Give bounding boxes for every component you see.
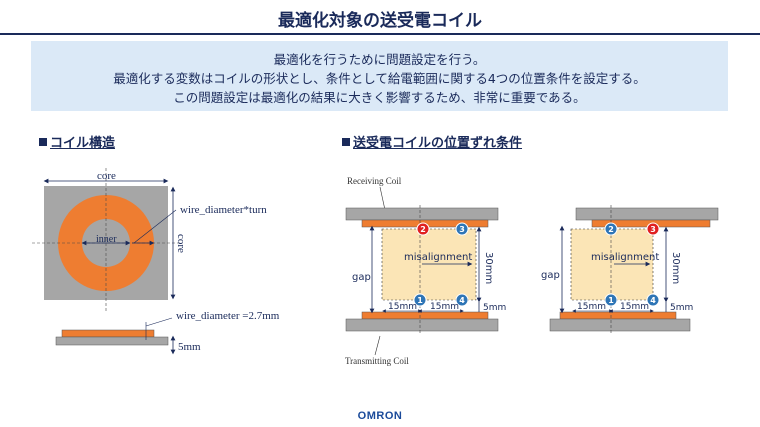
page-title: 最適化対象の送受電コイル	[278, 11, 482, 31]
right-marker-3	[646, 222, 660, 236]
left-receiving-core	[345, 207, 499, 221]
right-gap-label: gap	[541, 270, 560, 281]
left-marker-4	[455, 293, 469, 307]
left-marker-2-label: 2	[420, 225, 426, 234]
left-marker-1-label: 1	[417, 296, 423, 305]
right-marker-2	[604, 222, 618, 236]
left-gap-label: gap	[352, 272, 371, 283]
left-misalignment-label: misalignment	[404, 252, 472, 263]
left-w2-label: 15mm	[430, 302, 459, 312]
right-misalignment-label: misalignment	[591, 252, 659, 263]
right-thick-label: 5mm	[670, 303, 693, 313]
wire-diameter-leader-2	[145, 317, 173, 327]
core-side-label: core	[175, 234, 187, 253]
misalignment-heading: 送受電コイルの位置ずれ条件	[342, 132, 522, 151]
right-misalignment: 2 3 1 4 gap misalignment 30mm 15mm 15mm …	[541, 205, 719, 335]
wire-turn-label: wire_diameter*turn	[180, 204, 267, 216]
core-top-label: core	[97, 170, 116, 182]
coil-structure-heading: コイル構造	[39, 132, 115, 151]
omron-logo: OMRON	[357, 410, 403, 422]
left-transmitting-coil	[361, 311, 489, 320]
left-w1-label: 15mm	[388, 302, 417, 312]
intro-line-1: 最適化を行うために問題設定を行う。	[273, 52, 486, 67]
left-height-label: 30mm	[483, 252, 494, 284]
left-marker-3-label: 3	[459, 225, 465, 234]
left-thick-label: 5mm	[483, 303, 506, 313]
left-marker-1	[413, 293, 427, 307]
right-marker-1-label: 1	[608, 296, 614, 305]
core-side-view	[55, 336, 169, 346]
right-marker-2-label: 2	[608, 225, 614, 234]
inner-label: inner	[96, 234, 117, 245]
receiving-coil-label: Receiving Coil	[347, 176, 402, 186]
receiving-leader	[379, 186, 386, 211]
right-marker-3-label: 3	[650, 225, 656, 234]
left-marker-3	[455, 222, 469, 236]
bullet-square-icon	[342, 138, 350, 146]
right-marker-4	[646, 293, 660, 307]
left-marker-4-label: 4	[459, 296, 465, 305]
right-marker-1	[604, 293, 618, 307]
transmitting-leader	[374, 335, 381, 356]
right-w1-label: 15mm	[577, 302, 606, 312]
right-receiving-core	[575, 207, 719, 221]
left-marker-2	[416, 222, 430, 236]
right-transmitting-core	[549, 318, 691, 332]
intro-box: 最適化を行うために問題設定を行う。 最適化する変数はコイルの形状とし、条件として…	[31, 41, 728, 111]
right-misalign-zone	[570, 228, 654, 301]
wire-diameter-label: wire_diameter =2.7mm	[176, 310, 280, 322]
thickness-label: 5mm	[178, 341, 201, 353]
right-height-label: 30mm	[670, 252, 681, 284]
left-misalignment: 2 3 1 4 gap misalignment 30mm 15mm 15mm …	[345, 205, 506, 335]
intro-line-2: 最適化する変数はコイルの形状とし、条件として給電範囲に関する4つの位置条件を設定…	[113, 71, 646, 86]
intro-line-3: この問題設定は最適化の結果に大きく影響するため、非常に重要である。	[173, 90, 586, 105]
right-marker-4-label: 4	[650, 296, 656, 305]
left-misalign-zone	[381, 228, 477, 301]
wire-turn-leader	[133, 209, 177, 244]
bullet-square-icon	[39, 138, 47, 146]
right-transmitting-coil	[559, 311, 677, 320]
title-divider	[0, 33, 760, 35]
transmitting-coil-label: Transmitting Coil	[345, 356, 409, 366]
left-transmitting-core	[345, 318, 499, 332]
right-w2-label: 15mm	[620, 302, 649, 312]
